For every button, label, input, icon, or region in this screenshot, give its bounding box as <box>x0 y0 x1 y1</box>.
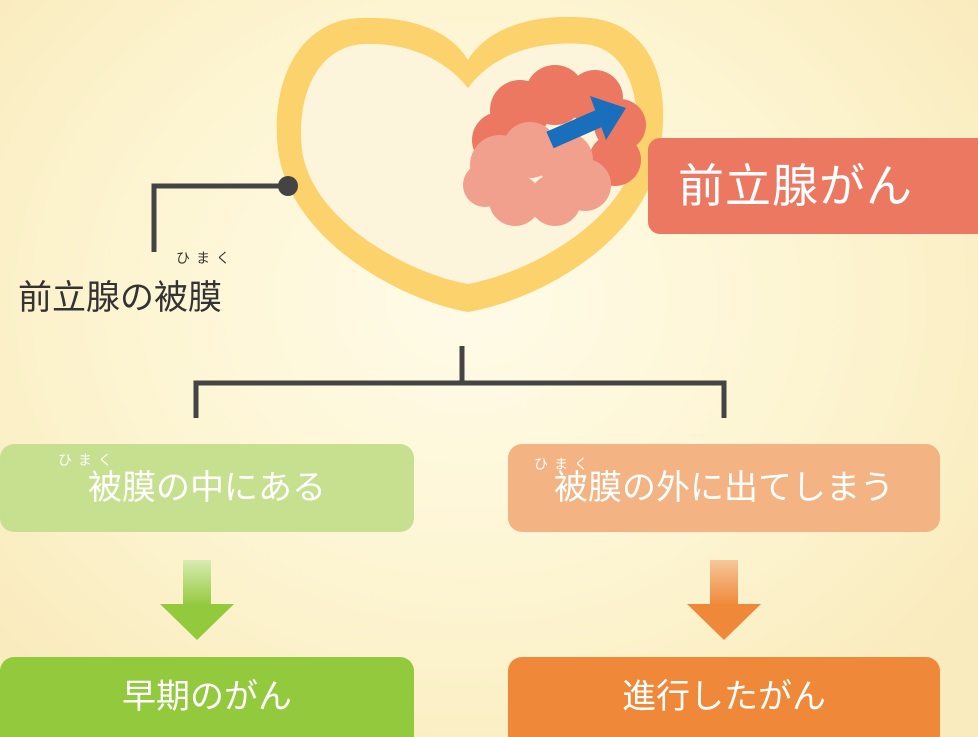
capsule-leader-line <box>151 176 298 252</box>
result-advanced-cancer: 進行したがん <box>508 657 940 737</box>
condition-outside-ruby: ひまく <box>534 457 594 473</box>
early-down-arrow-icon <box>160 560 234 640</box>
capsule-ruby: ひまく <box>176 251 236 267</box>
condition-inside-label: 被膜の中にある <box>88 468 326 508</box>
invasion-arrow-icon <box>546 96 626 149</box>
condition-inside-ruby: ひまく <box>58 453 118 469</box>
tumor-light <box>463 122 611 226</box>
condition-outside-capsule: 被膜の外に出てしまう <box>508 444 940 532</box>
advanced-down-arrow-icon <box>687 560 761 640</box>
result-early-cancer: 早期のがん <box>0 657 414 737</box>
capsule-label: 前立腺の被膜 <box>18 278 222 318</box>
condition-outside-label: 被膜の外に出てしまう <box>554 468 894 508</box>
cancer-label: 前立腺がん <box>648 138 978 234</box>
condition-inside-capsule: ひまく 被膜の中にある <box>0 444 414 532</box>
branch-connector <box>193 346 727 418</box>
